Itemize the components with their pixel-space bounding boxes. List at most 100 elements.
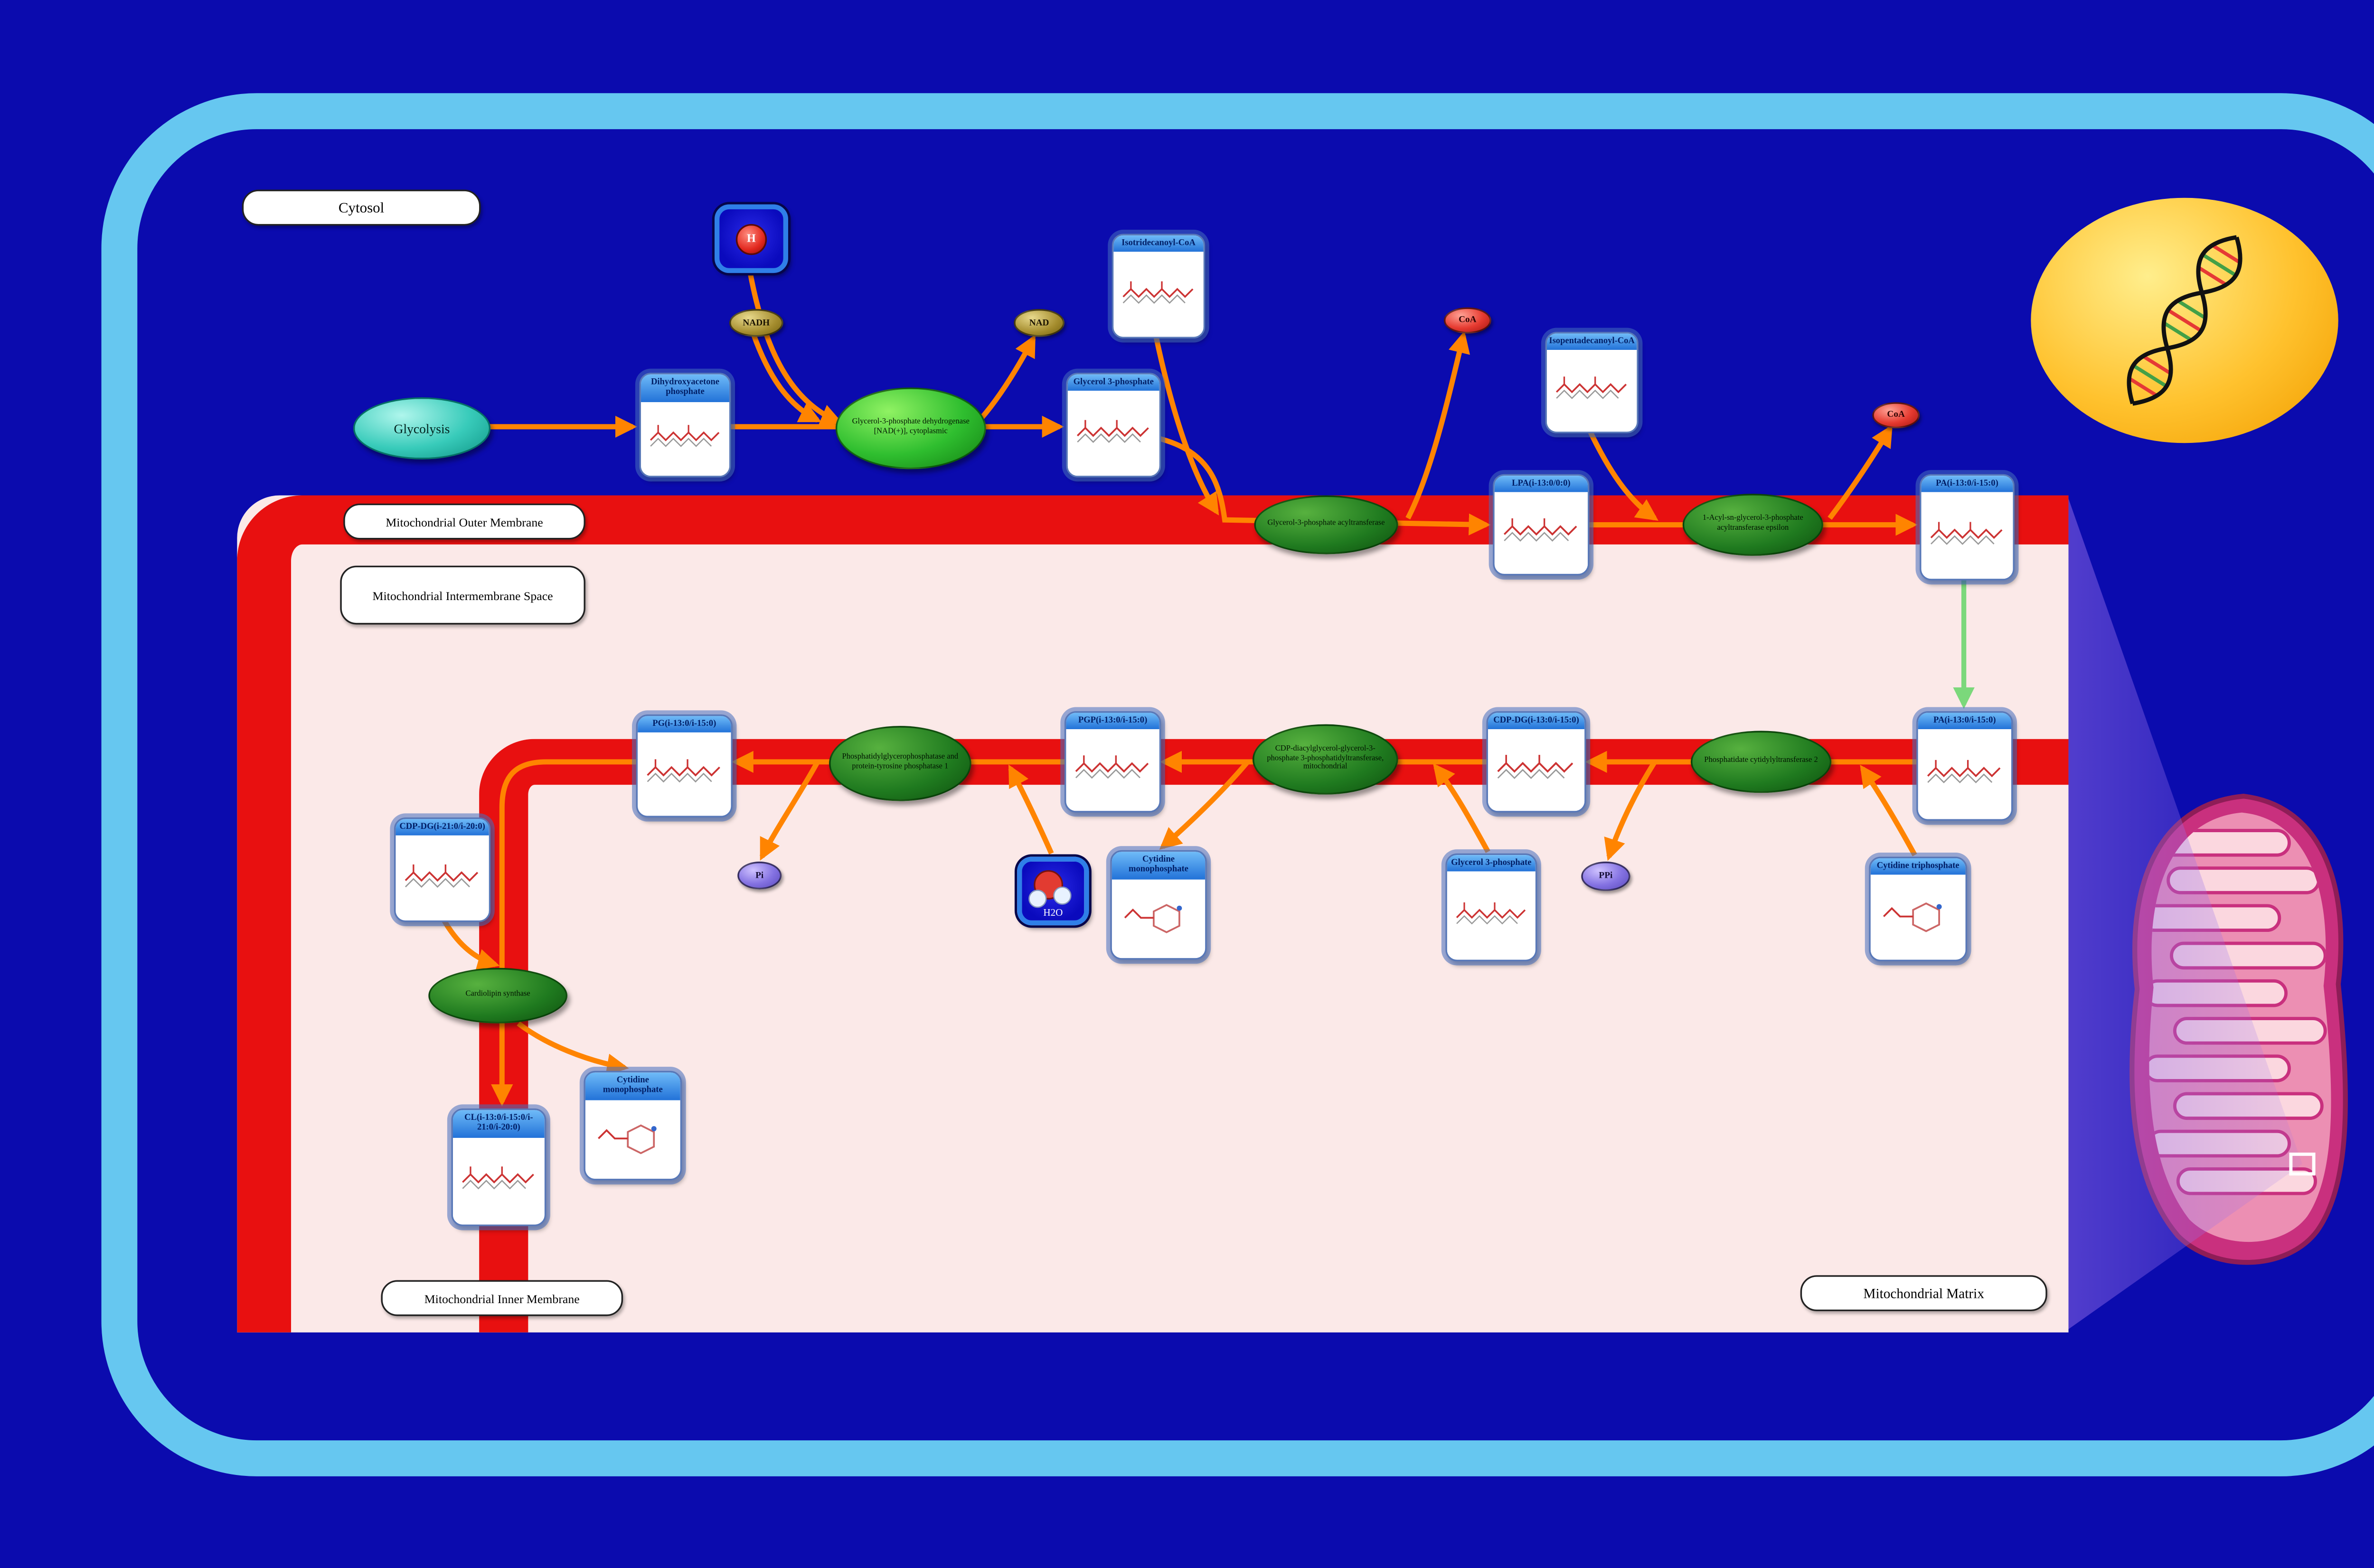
node-label: Isotridecanoyl-CoA: [1113, 235, 1204, 253]
chemical-structure-drawing: [1124, 903, 1182, 933]
chemical-structure-drawing: [650, 425, 719, 448]
structure-panel: [1870, 875, 1966, 960]
compartment-label-outer-membrane: Mitochondrial Outer Membrane: [343, 503, 585, 540]
chemical-structure-drawing: [1076, 419, 1149, 442]
node-label: CDP-DG(i-21:0/i-20:0): [396, 819, 489, 836]
small-molecule-label: PPi: [1599, 871, 1613, 882]
node-h-plus[interactable]: H: [714, 204, 788, 273]
node-cmp-2[interactable]: Cytidine monophosphate: [584, 1070, 682, 1181]
small-molecule-label: CoA: [1887, 410, 1905, 421]
node-ptpmt1[interactable]: Phosphatidylglycerophosphatase and prote…: [829, 726, 971, 801]
structure-panel: [638, 733, 731, 816]
enzyme-label: 1-Acyl-sn-glycerol-3-phosphate acyltrans…: [1702, 516, 1803, 533]
small-molecule-label: Pi: [755, 870, 764, 881]
chemical-structure-drawing: [405, 864, 479, 887]
node-gpd1[interactable]: Glycerol-3-phosphate dehydrogenase [NAD(…: [835, 387, 986, 469]
node-agpat-epsilon[interactable]: 1-Acyl-sn-glycerol-3-phosphate acyltrans…: [1682, 494, 1823, 556]
chemical-structure-drawing: [1122, 281, 1193, 303]
node-lpa[interactable]: LPA(i-13:0/0:0): [1493, 474, 1590, 576]
node-label: PA(i-13:0/i-15:0): [1918, 713, 2011, 730]
node-pa-matrix[interactable]: PA(i-13:0/i-15:0): [1916, 711, 2013, 821]
enzyme-label: Phosphatidate cytidylyltransferase 2: [1704, 757, 1818, 766]
node-label: PA(i-13:0/i-15:0): [1921, 476, 2013, 493]
process-label: Glycolysis: [394, 421, 450, 436]
node-pg[interactable]: PG(i-13:0/i-15:0): [636, 714, 733, 817]
node-h2o[interactable]: H2O: [1017, 856, 1089, 926]
chemical-structure-drawing: [1927, 760, 2001, 784]
structure-panel: [1918, 730, 2011, 819]
node-glycolysis[interactable]: Glycolysis: [353, 397, 491, 460]
node-label: Dihydroxyacetone phosphate: [641, 374, 729, 402]
small-molecule-label: CoA: [1459, 315, 1477, 326]
node-isotridecanoyl-coa[interactable]: Isotridecanoyl-CoA: [1112, 234, 1206, 338]
svg-text:H2O: H2O: [1043, 907, 1063, 918]
node-label: Glycerol 3-phosphate: [1447, 855, 1536, 872]
enzyme-label: Glycerol-3-phosphate acyltransferase: [1267, 520, 1385, 529]
node-ppi[interactable]: PPi: [1581, 861, 1630, 891]
node-cardiolipin-synthase[interactable]: Cardiolipin synthase: [428, 967, 568, 1023]
proton-icon: H: [735, 223, 767, 254]
compartment-label-intermembrane-space: Mitochondrial Intermembrane Space: [340, 565, 585, 625]
node-g3p-top[interactable]: Glycerol 3-phosphate: [1066, 373, 1161, 478]
chemical-structure-drawing: [598, 1123, 657, 1154]
enzyme-label: Cardiolipin synthase: [465, 991, 530, 1000]
node-ctp[interactable]: Cytidine triphosphate: [1869, 856, 1968, 962]
node-label: PGP(i-13:0/i-15:0): [1066, 713, 1159, 730]
chemical-structure-drawing: [1883, 901, 1942, 932]
enzyme-label: Phosphatidylglycerophosphatase and prote…: [842, 754, 959, 772]
node-label: CDP-DG(i-13:0/i-15:0): [1488, 713, 1585, 730]
node-label: CL(i-13:0/i-15:0/i-21:0/i-20:0): [452, 1110, 545, 1138]
structure-panel: [452, 1137, 545, 1225]
node-pa-outer[interactable]: PA(i-13:0/i-15:0): [1920, 474, 2015, 581]
node-cdp-dg-2[interactable]: CDP-DG(i-21:0/i-20:0): [394, 817, 491, 922]
structure-panel: [641, 402, 729, 476]
water-molecule-icon: H2O: [1028, 870, 1072, 918]
node-nadh[interactable]: NADH: [729, 309, 783, 337]
node-pgs1[interactable]: CDP-diacylglycerol-glycerol-3-phosphate …: [1253, 724, 1398, 795]
structure-panel: [1067, 391, 1159, 476]
chemical-structure-drawing: [1456, 902, 1526, 925]
node-cmp-1[interactable]: Cytidine monophosphate: [1110, 850, 1207, 960]
chemical-structure-drawing: [647, 760, 720, 784]
compartment-label-cytosol: Cytosol: [242, 189, 481, 226]
node-cl[interactable]: CL(i-13:0/i-15:0/i-21:0/i-20:0): [451, 1108, 546, 1226]
node-nad[interactable]: NAD: [1014, 309, 1065, 337]
structure-panel: [1113, 252, 1204, 337]
node-cdp-dg-1[interactable]: CDP-DG(i-13:0/i-15:0): [1486, 711, 1586, 813]
small-molecule-label: NADH: [743, 318, 770, 328]
enzyme-label: CDP-diacylglycerol-glycerol-3-phosphate …: [1267, 746, 1384, 772]
structure-panel: [1494, 492, 1588, 574]
node-label: PG(i-13:0/i-15:0): [638, 716, 731, 733]
compartment-label-matrix: Mitochondrial Matrix: [1800, 1275, 2047, 1312]
node-label: Glycerol 3-phosphate: [1067, 374, 1159, 392]
dna-helix-icon: [2127, 235, 2242, 406]
nucleus: [2031, 197, 2338, 443]
node-dhap[interactable]: Dihydroxyacetone phosphate: [639, 373, 731, 478]
node-coa-2[interactable]: CoA: [1872, 402, 1920, 429]
node-coa-1[interactable]: CoA: [1443, 307, 1491, 334]
node-isopentadecanoyl-coa[interactable]: Isopentadecanoyl-CoA: [1545, 332, 1639, 433]
node-pgp[interactable]: PGP(i-13:0/i-15:0): [1064, 711, 1161, 813]
structure-panel: [1921, 492, 2013, 579]
node-pi[interactable]: Pi: [737, 861, 782, 890]
node-label: LPA(i-13:0/0:0): [1494, 476, 1588, 493]
node-label: Isopentadecanoyl-CoA: [1546, 333, 1637, 351]
node-label: Cytidine monophosphate: [1112, 852, 1206, 879]
node-label: Cytidine triphosphate: [1870, 858, 1966, 875]
structure-panel: [1488, 730, 1585, 811]
chemical-structure-drawing: [1503, 518, 1577, 543]
node-g3p-matrix[interactable]: Glycerol 3-phosphate: [1445, 853, 1537, 962]
node-gpat[interactable]: Glycerol-3-phosphate acyltransferase: [1254, 495, 1398, 554]
chemical-structure-drawing: [462, 1166, 534, 1190]
small-molecule-label: NAD: [1029, 318, 1049, 328]
structure-panel: [1546, 350, 1637, 432]
chemical-structure-drawing: [1555, 377, 1627, 400]
node-cds2[interactable]: Phosphatidate cytidylyltransferase 2: [1690, 731, 1832, 793]
compartment-label-inner-membrane: Mitochondrial Inner Membrane: [381, 1280, 623, 1316]
chemical-structure-drawing: [1075, 756, 1149, 779]
node-label: Cytidine monophosphate: [585, 1072, 680, 1100]
structure-panel: [1447, 872, 1536, 960]
enzyme-label: Glycerol-3-phosphate dehydrogenase [NAD(…: [852, 419, 970, 437]
chemical-structure-drawing: [1497, 755, 1573, 780]
